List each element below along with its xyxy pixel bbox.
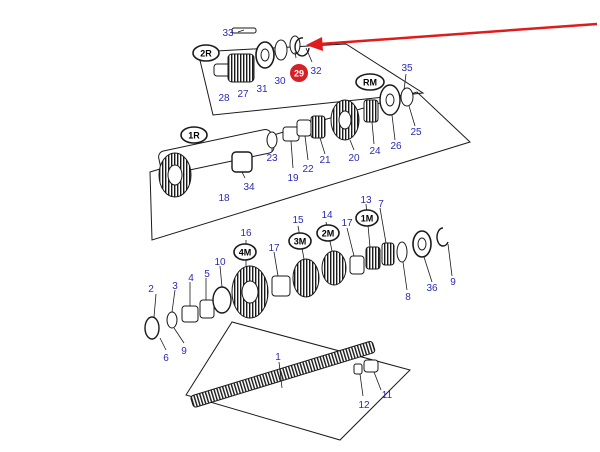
- badge-3m: 3M: [288, 232, 312, 250]
- part-label: 17: [268, 243, 280, 254]
- part-11-bearing: [363, 359, 379, 373]
- svg-text:2M: 2M: [322, 229, 335, 239]
- part-26-gear: [379, 84, 401, 116]
- highlighted-part-marker: 29: [290, 64, 308, 82]
- group-badges: 2R 1R RM 4M 3M 2M 1M: [180, 44, 385, 261]
- frame-countershaft: [149, 91, 471, 241]
- badge-1r: 1R: [180, 126, 208, 144]
- part-9-circlip-upper: [436, 227, 449, 247]
- part-label: 35: [401, 63, 413, 74]
- part-15-gear: [292, 258, 320, 298]
- part-label: 23: [266, 153, 278, 164]
- part-label: 17: [341, 218, 353, 229]
- part-label: 7: [378, 199, 384, 210]
- part-label: 26: [390, 141, 402, 152]
- svg-text:1M: 1M: [361, 214, 374, 224]
- svg-text:4M: 4M: [239, 248, 252, 258]
- part-label: 25: [410, 127, 422, 138]
- part-label: 32: [310, 66, 322, 77]
- svg-text:29: 29: [294, 69, 304, 79]
- part-24-hub: [363, 99, 379, 123]
- part-label: 9: [450, 277, 456, 288]
- badge-rm: RM: [355, 73, 385, 91]
- badge-2r: 2R: [192, 44, 220, 62]
- part-label: 20: [348, 153, 360, 164]
- part-label: 36: [426, 283, 438, 294]
- part-label: 18: [218, 193, 230, 204]
- part-label: 9: [181, 346, 187, 357]
- part-1-mainshaft: [190, 340, 376, 408]
- part-32-circlip: [294, 37, 310, 57]
- part-21-gear: [310, 115, 326, 139]
- frame-mainshaft: [185, 321, 411, 441]
- part-22-collar: [296, 119, 312, 137]
- badge-4m: 4M: [233, 243, 257, 261]
- part-label: 5: [204, 269, 210, 280]
- reverse-idler-group: [213, 27, 310, 83]
- part-label: 34: [243, 182, 255, 193]
- part-9-washer-lower: [166, 311, 178, 329]
- svg-text:1R: 1R: [188, 131, 200, 141]
- mainshaft-group: [144, 227, 449, 408]
- part-8-ring: [396, 241, 408, 263]
- part-label: 33: [222, 28, 234, 39]
- part-label: 4: [188, 273, 194, 284]
- part-13-synchro: [365, 246, 381, 270]
- part-label: 11: [382, 390, 393, 401]
- part-7-hub: [381, 242, 395, 266]
- leader-lines: [153, 29, 453, 397]
- part-labels: 2 1 3 4 5 6 7 8 9 9 10 11 12 13 14 15 16…: [148, 28, 456, 411]
- part-label: 31: [256, 84, 268, 95]
- svg-text:2R: 2R: [200, 49, 212, 59]
- part-label: 2: [148, 284, 154, 295]
- part-label: 21: [319, 155, 331, 166]
- part-label: 24: [369, 146, 381, 157]
- part-17-spacer-b: [349, 255, 365, 275]
- part-30-ring: [274, 39, 288, 61]
- part-17-spacer: [271, 275, 291, 297]
- countershaft-group: [158, 84, 414, 198]
- part-label: 10: [214, 257, 226, 268]
- svg-text:3M: 3M: [294, 237, 307, 247]
- part-label: 28: [218, 93, 230, 104]
- part-12-ring: [353, 363, 363, 375]
- part-label: 3: [172, 281, 178, 292]
- part-label: 30: [274, 76, 286, 87]
- badge-2m: 2M: [316, 224, 340, 242]
- part-label: 6: [163, 353, 169, 364]
- part-label: 27: [237, 89, 249, 100]
- part-5-sleeve: [199, 299, 215, 319]
- svg-text:RM: RM: [363, 78, 377, 88]
- part-4-bearing: [181, 305, 199, 323]
- part-27-gear: [227, 53, 255, 83]
- highlight-arrow: [306, 22, 598, 51]
- part-34-bearing: [231, 151, 253, 173]
- part-label: 12: [358, 400, 370, 411]
- part-label: 1: [275, 352, 281, 363]
- part-23-ring: [266, 131, 278, 149]
- part-6-cap: [144, 316, 160, 340]
- part-label: 14: [321, 210, 333, 221]
- part-33-pin: [231, 27, 257, 34]
- part-label: 19: [287, 173, 299, 184]
- part-label: 8: [405, 292, 411, 303]
- badge-1m: 1M: [355, 209, 379, 227]
- part-label: 13: [360, 195, 372, 206]
- part-label: 15: [292, 215, 304, 226]
- part-31-bearing: [255, 41, 275, 69]
- part-label: 22: [302, 164, 314, 175]
- part-14-gear: [321, 250, 347, 286]
- part-10-ring: [212, 286, 232, 314]
- part-35-nut: [400, 87, 414, 107]
- part-36-bearing: [412, 230, 432, 258]
- part-label: 16: [240, 228, 252, 239]
